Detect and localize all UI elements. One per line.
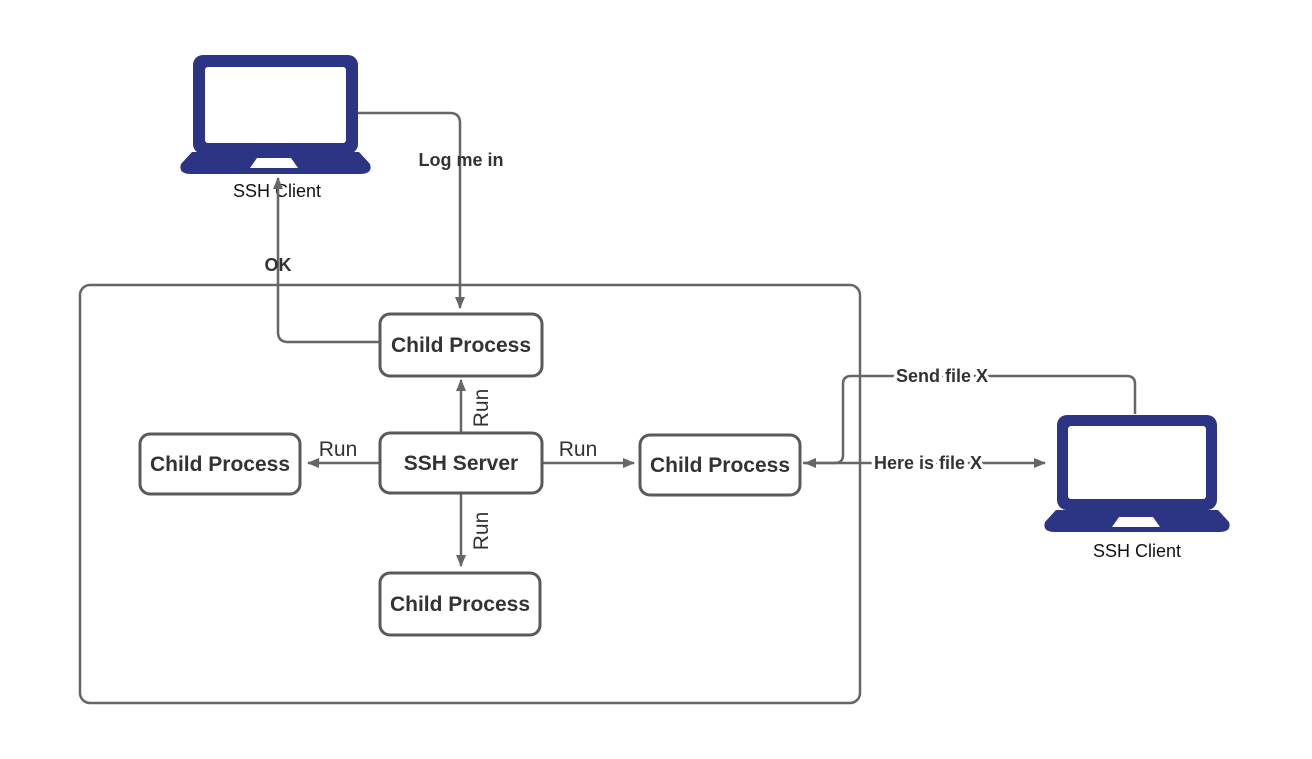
node-box — [638, 433, 802, 497]
edge-send-file-x — [804, 374, 1137, 468]
laptop-notch — [250, 158, 298, 168]
node-ssh-server: SSH Server — [378, 431, 544, 495]
edge-ok — [273, 177, 380, 344]
laptop-icon — [1044, 415, 1230, 532]
node-box — [378, 431, 544, 495]
node-box — [138, 432, 302, 496]
edge-label-log-me-in: Log me in — [419, 150, 504, 170]
edge-log-me-in — [358, 111, 465, 309]
node-label: Child Process — [150, 453, 290, 476]
node-box — [378, 571, 542, 637]
node-child-process-bottom: Child Process — [378, 571, 542, 637]
edge-label-run-left: Run — [319, 438, 358, 461]
edge-label-run-up: Run — [470, 389, 493, 428]
laptop-notch — [1112, 517, 1160, 527]
edge-label-run-right: Run — [559, 438, 598, 461]
edge-label-run-down: Run — [470, 512, 493, 551]
node-label: SSH Server — [404, 452, 518, 475]
edge-label-send-file-x: Send file X — [896, 366, 988, 386]
server-host-boundary — [78, 283, 862, 705]
edge-label-here-is-file-x: Here is file X — [874, 453, 982, 473]
node-label: Child Process — [391, 334, 531, 357]
node-child-process-left: Child Process — [138, 432, 302, 496]
ssh-client-right-label: SSH Client — [1093, 541, 1181, 561]
laptop-icon — [180, 55, 371, 174]
node-child-process-right: Child Process — [638, 433, 802, 497]
node-box — [378, 312, 544, 378]
laptop-screen — [1068, 426, 1206, 499]
node-label: Child Process — [390, 593, 530, 616]
node-child-process-top: Child Process — [378, 312, 544, 378]
node-label: Child Process — [650, 454, 790, 477]
edge-label-ok: OK — [265, 255, 292, 275]
laptop-screen — [205, 67, 346, 143]
